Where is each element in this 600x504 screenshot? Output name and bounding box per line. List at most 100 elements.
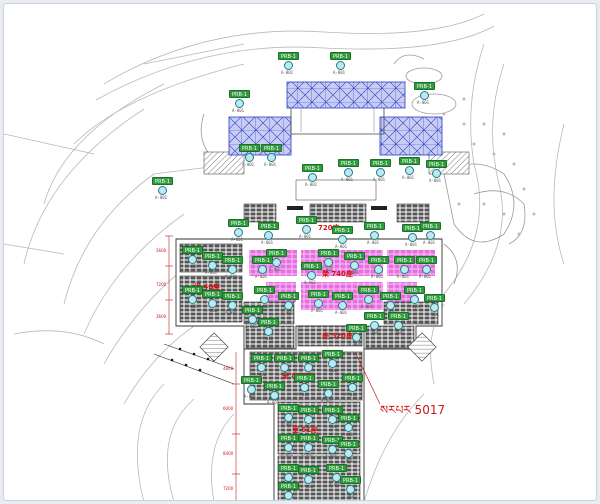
camera-caption: A-001	[301, 484, 314, 489]
camera-caption: A-001	[231, 237, 244, 242]
dimension-label: 7200	[223, 486, 234, 491]
camera-icon	[235, 99, 244, 108]
camera-tag: PRB-1	[414, 82, 435, 90]
camera-caption: A-001	[255, 274, 268, 279]
camera-tag: PRB-1	[278, 404, 299, 412]
camera-icon	[420, 91, 429, 100]
camera-tag: PRB-1	[298, 466, 319, 474]
camera-icon	[302, 225, 311, 234]
camera-icon	[267, 153, 276, 162]
stage-block	[243, 179, 430, 223]
camera-caption: A-001	[325, 368, 338, 373]
camera-icon	[188, 295, 197, 304]
camera-caption: A-001	[185, 304, 198, 309]
camera-tag: PRB-1	[301, 262, 322, 270]
camera-caption: A-001	[225, 274, 238, 279]
total-leader-line	[355, 353, 381, 405]
camera-tag: PRB-1	[346, 324, 367, 332]
camera-icon	[338, 301, 347, 310]
camera-icon	[308, 173, 317, 182]
camera-icon	[284, 301, 293, 310]
camera-caption: A-001	[345, 392, 358, 397]
camera-caption: A-001	[343, 494, 356, 499]
camera-tag: PRB-1	[222, 292, 243, 300]
camera-caption: A-001	[277, 372, 290, 377]
camera-icon	[430, 303, 439, 312]
camera-icon	[338, 235, 347, 244]
camera-icon	[386, 301, 395, 310]
camera-caption: A-001	[427, 312, 440, 317]
camera-caption: A-001	[321, 398, 334, 403]
camera-icon	[264, 327, 273, 336]
camera-tag: PRB-1	[368, 256, 389, 264]
camera-icon	[314, 299, 323, 308]
camera-tag: PRB-1	[296, 216, 317, 224]
camera-icon	[370, 231, 379, 240]
camera-caption: A-001	[245, 324, 258, 329]
camera-caption: A-001	[341, 177, 354, 182]
camera-tag: PRB-1	[364, 222, 385, 230]
camera-icon	[328, 359, 337, 368]
left-hall-label: 组 48座	[194, 283, 221, 291]
camera-icon	[352, 333, 361, 342]
camera-tag: PRB-1	[298, 354, 319, 362]
camera-caption: A-001	[429, 178, 442, 183]
camera-icon	[364, 295, 373, 304]
camera-icon	[405, 166, 414, 175]
camera-caption: A-001	[423, 240, 436, 245]
dimension-label: 6000	[223, 406, 234, 411]
camera-caption: A-001	[335, 310, 348, 315]
camera-tag: PRB-1	[182, 286, 203, 294]
camera-tag: PRB-1	[278, 434, 299, 442]
camera-icon	[257, 363, 266, 372]
camera-caption: A-001	[402, 175, 415, 180]
camera-icon	[284, 413, 293, 422]
camera-icon	[324, 258, 333, 267]
camera-icon	[344, 423, 353, 432]
camera-tag: PRB-1	[278, 292, 299, 300]
dimension-label: 3600	[156, 248, 167, 253]
camera-icon	[376, 168, 385, 177]
camera-icon	[304, 475, 313, 484]
camera-caption: A-001	[205, 270, 218, 275]
camera-caption: A-001	[371, 274, 384, 279]
camera-caption: A-001	[361, 304, 374, 309]
camera-caption: A-001	[325, 424, 338, 429]
camera-tag: PRB-1	[394, 256, 415, 264]
camera-caption: A-001	[301, 452, 314, 457]
camera-icon	[344, 168, 353, 177]
camera-tag: PRB-1	[426, 160, 447, 168]
dimension-label: 7200	[156, 282, 167, 287]
camera-caption: A-001	[341, 458, 354, 463]
camera-caption: A-001	[329, 482, 342, 487]
camera-tag: PRB-1	[274, 354, 295, 362]
camera-tag: PRB-1	[298, 406, 319, 414]
camera-caption: A-001	[311, 308, 324, 313]
camera-tag: PRB-1	[399, 157, 420, 165]
camera-icon	[284, 491, 293, 500]
camera-tag: PRB-1	[332, 292, 353, 300]
camera-tag: PRB-1	[294, 374, 315, 382]
tree-dots	[442, 97, 536, 236]
camera-caption: A-001	[367, 240, 380, 245]
camera-caption: A-001	[281, 310, 294, 315]
camera-tag: PRB-1	[222, 256, 243, 264]
camera-tag: PRB-1	[202, 252, 223, 260]
camera-icon	[284, 61, 293, 70]
camera-tag: PRB-1	[330, 52, 351, 60]
camera-tag: PRB-1	[420, 222, 441, 230]
camera-icon	[234, 228, 243, 237]
camera-tag: PRB-1	[182, 246, 203, 254]
camera-tag: PRB-1	[318, 249, 339, 257]
camera-caption: A-001	[269, 267, 282, 272]
camera-caption: A-001	[225, 310, 238, 315]
camera-tag: PRB-1	[364, 312, 385, 320]
camera-tag: PRB-1	[404, 286, 425, 294]
camera-caption: A-001	[281, 452, 294, 457]
main-hall-label: 榮 740座	[322, 270, 354, 278]
camera-icon	[260, 295, 269, 304]
camera-tag: PRB-1	[278, 482, 299, 490]
camera-icon	[208, 299, 217, 308]
camera-icon	[228, 301, 237, 310]
camera-caption: A-001	[257, 304, 270, 309]
